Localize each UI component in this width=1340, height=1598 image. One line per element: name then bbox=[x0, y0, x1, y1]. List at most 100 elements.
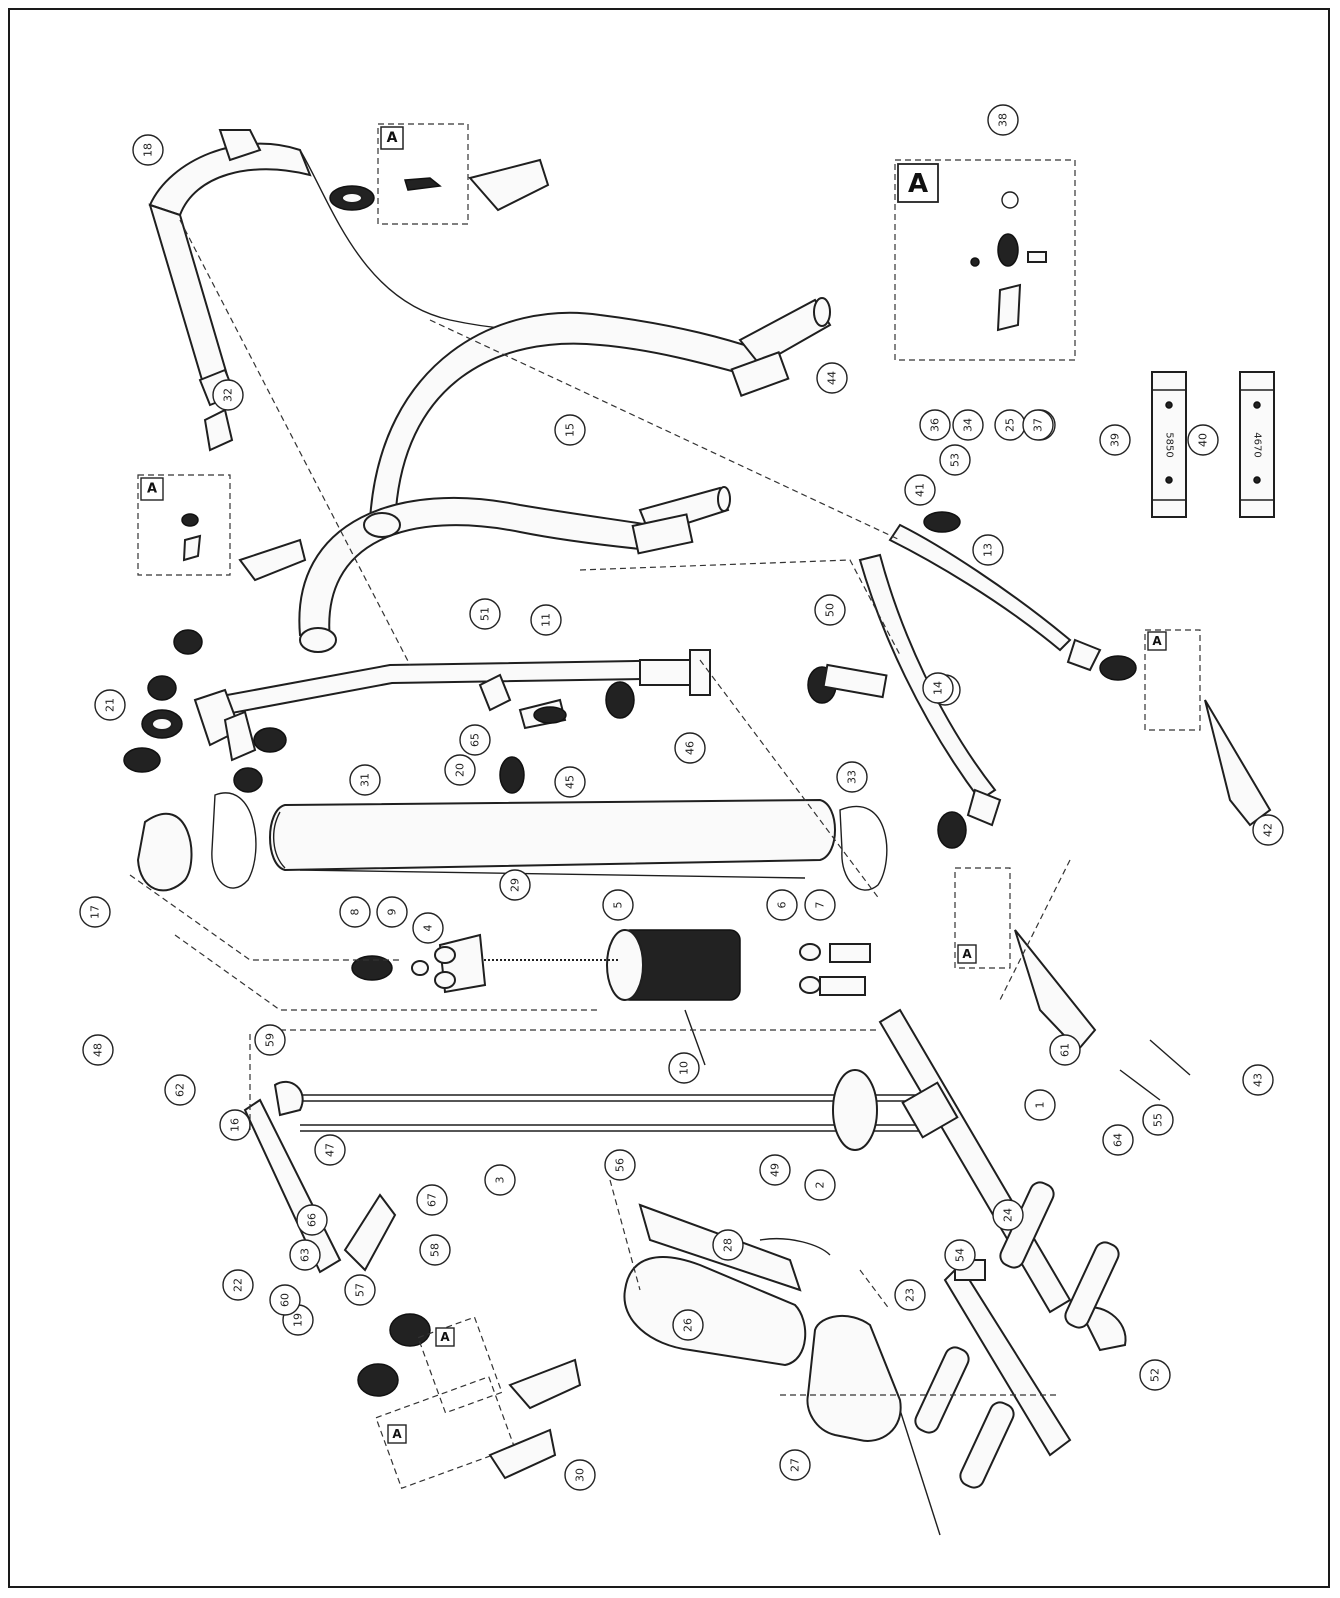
callout-bubble: 16 bbox=[219, 1109, 251, 1141]
callout-bubble: 55 bbox=[1142, 1104, 1174, 1136]
callout-number: 42 bbox=[1262, 823, 1275, 837]
callout-number: 16 bbox=[229, 1118, 242, 1132]
callout-bubble: 15 bbox=[554, 414, 586, 446]
callout-number: 11 bbox=[540, 613, 553, 627]
callout-number: 45 bbox=[564, 775, 577, 789]
inset-a-right: A bbox=[1144, 629, 1201, 731]
callout-bubble: 27 bbox=[779, 1449, 811, 1481]
inset-label: A bbox=[962, 947, 972, 961]
callout-bubble: 49 bbox=[759, 1154, 791, 1186]
callout-bubble: 32 bbox=[212, 379, 244, 411]
callout-bubble: 45 bbox=[554, 766, 586, 798]
callout-bubble: 31 bbox=[349, 764, 381, 796]
callout-number: 9 bbox=[386, 909, 399, 916]
callout-bubble: 56 bbox=[604, 1149, 636, 1181]
callout-number: 58 bbox=[429, 1243, 442, 1257]
callout-bubble: 9 bbox=[376, 896, 408, 928]
callout-number: 30 bbox=[574, 1468, 587, 1482]
callout-number: 27 bbox=[789, 1458, 802, 1472]
callout-number: 67 bbox=[426, 1193, 439, 1207]
inset-a-left: A bbox=[137, 408, 234, 576]
callout-number: 48 bbox=[92, 1043, 105, 1057]
callout-bubble: 26 bbox=[672, 1309, 704, 1341]
callout-number: 24 bbox=[1002, 1208, 1015, 1222]
callout-bubble: 6 bbox=[766, 889, 798, 921]
callout-number: 60 bbox=[279, 1293, 292, 1307]
callout-number: 4 bbox=[422, 925, 435, 932]
callout-number: 10 bbox=[678, 1061, 691, 1075]
callout-bubble: 29 bbox=[499, 869, 531, 901]
callout-number: 23 bbox=[904, 1288, 917, 1302]
callout-bubble: 25 bbox=[994, 409, 1026, 441]
callout-bubble: 53 bbox=[939, 444, 971, 476]
end-cap-left bbox=[136, 792, 257, 892]
callout-number: 54 bbox=[954, 1248, 967, 1262]
callout-number: 8 bbox=[349, 909, 362, 916]
handle-top bbox=[468, 158, 550, 212]
inset-a-mid-right: A bbox=[954, 867, 1011, 969]
callout-bubble: 14 bbox=[922, 672, 954, 704]
callout-number: 39 bbox=[1109, 433, 1122, 447]
inset-label: A bbox=[147, 482, 157, 497]
callout-number: 19 bbox=[292, 1313, 305, 1327]
inset-label: A bbox=[440, 1330, 450, 1344]
weight-shroud bbox=[269, 798, 836, 879]
callout-bubble: 52 bbox=[1139, 1359, 1171, 1391]
callout-bubble: 30 bbox=[564, 1459, 596, 1491]
end-cap-right bbox=[839, 805, 888, 891]
callout-bubble: 20 bbox=[444, 754, 476, 786]
callout-number: 22 bbox=[232, 1278, 245, 1292]
plate-label: 4670 bbox=[1252, 432, 1263, 457]
callout-bubble: 57 bbox=[344, 1274, 376, 1306]
callout-bubble: 37 bbox=[1022, 409, 1054, 441]
callout-number: 49 bbox=[769, 1163, 782, 1177]
handle-left-upper bbox=[238, 538, 307, 582]
callout-bubble: 36 bbox=[919, 409, 951, 441]
callout-number: 38 bbox=[997, 113, 1010, 127]
callout-number: 43 bbox=[1252, 1073, 1265, 1087]
callout-bubble: 43 bbox=[1242, 1064, 1274, 1096]
callout-number: 64 bbox=[1112, 1133, 1125, 1147]
inset-label: A bbox=[908, 169, 928, 199]
callout-bubble: 2 bbox=[804, 1169, 836, 1201]
callout-number: 26 bbox=[682, 1318, 695, 1332]
callout-number: 5 bbox=[612, 902, 625, 909]
callout-bubble: 8 bbox=[339, 896, 371, 928]
callout-number: 65 bbox=[469, 733, 482, 747]
weight-plate-39: 5850 bbox=[1151, 371, 1187, 518]
callout-bubble: 33 bbox=[836, 761, 868, 793]
callout-number: 18 bbox=[142, 143, 155, 157]
roller-pads bbox=[899, 1039, 1191, 1536]
callout-layer: 1234567891011121314151617181920212223242… bbox=[79, 104, 1284, 1491]
diagram-border bbox=[8, 8, 1330, 1588]
callout-number: 53 bbox=[949, 453, 962, 467]
callout-number: 34 bbox=[962, 418, 975, 432]
weight-plate-40: 4670 bbox=[1239, 371, 1275, 518]
callout-bubble: 60 bbox=[269, 1284, 301, 1316]
callout-number: 62 bbox=[174, 1083, 187, 1097]
callout-bubble: 1 bbox=[1024, 1089, 1056, 1121]
inset-a-lower-left: A A bbox=[375, 1316, 516, 1489]
callout-bubble: 39 bbox=[1099, 424, 1131, 456]
seat-back-pads bbox=[623, 1203, 902, 1442]
callout-bubble: 41 bbox=[904, 474, 936, 506]
callout-bubble: 54 bbox=[944, 1239, 976, 1271]
callout-bubble: 64 bbox=[1102, 1124, 1134, 1156]
inset-label: A bbox=[392, 1427, 402, 1441]
callout-number: 6 bbox=[776, 902, 789, 909]
callout-number: 59 bbox=[264, 1033, 277, 1047]
guide-rods bbox=[300, 1069, 930, 1151]
callout-number: 31 bbox=[359, 773, 372, 787]
callout-bubble: 58 bbox=[419, 1234, 451, 1266]
callout-bubble: 22 bbox=[222, 1269, 254, 1301]
callout-number: 52 bbox=[1149, 1368, 1162, 1382]
top-pulley bbox=[329, 185, 375, 211]
callout-number: 47 bbox=[324, 1143, 337, 1157]
callout-number: 32 bbox=[222, 388, 235, 402]
callout-number: 25 bbox=[1004, 418, 1017, 432]
callout-number: 15 bbox=[564, 423, 577, 437]
callout-number: 17 bbox=[89, 905, 102, 919]
handle-lower-1 bbox=[508, 1358, 582, 1410]
callout-bubble: 47 bbox=[314, 1134, 346, 1166]
